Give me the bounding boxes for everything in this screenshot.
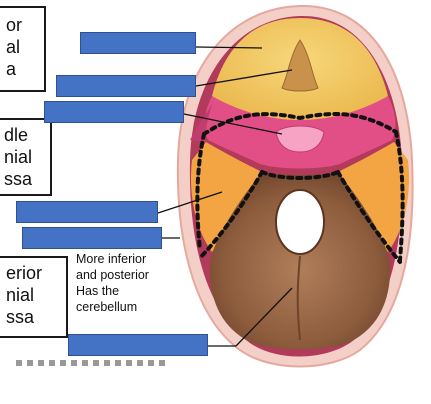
anterior-fossa-line-1: or bbox=[6, 15, 23, 35]
posterior-fossa-text-box: erior nial ssa bbox=[0, 256, 68, 338]
middle-fossa-text-box: dle nial ssa bbox=[0, 118, 52, 196]
middle-fossa-line-3: ssa bbox=[4, 169, 33, 189]
note-line-2: and posterior bbox=[76, 268, 149, 282]
foramen-magnum bbox=[275, 189, 325, 255]
middle-fossa-line-1: dle bbox=[4, 125, 29, 145]
label-box-3[interactable] bbox=[44, 101, 184, 123]
note-line-4: cerebellum bbox=[76, 300, 138, 314]
label-box-1[interactable] bbox=[80, 32, 196, 54]
posterior-crest bbox=[296, 255, 301, 341]
label-box-4[interactable] bbox=[16, 201, 158, 223]
crista-galli bbox=[281, 39, 319, 92]
note-line-1: More inferior bbox=[76, 252, 147, 266]
sella-turcica bbox=[275, 125, 325, 153]
anterior-fossa-text-box: or al a bbox=[0, 6, 46, 92]
middle-fossa-left bbox=[190, 142, 262, 252]
middle-fossa-line-2: nial bbox=[4, 147, 33, 167]
label-box-6[interactable] bbox=[68, 334, 208, 356]
label-box-2[interactable] bbox=[56, 75, 196, 97]
posterior-fossa-line-3: ssa bbox=[6, 307, 35, 327]
posterior-fossa-line-1: erior bbox=[6, 263, 43, 283]
middle-fossa-left-shade bbox=[190, 100, 214, 142]
label-box-5[interactable] bbox=[22, 227, 162, 249]
posterior-fossa-note: More inferior and posterior Has the cere… bbox=[76, 251, 149, 315]
middle-fossa-right bbox=[338, 142, 410, 252]
note-line-3: Has the bbox=[76, 284, 120, 298]
anterior-fossa-line-3: a bbox=[6, 59, 17, 79]
posterior-fossa-line-2: nial bbox=[6, 285, 35, 305]
leader-lines bbox=[157, 46, 293, 347]
fossa-boundary-dotted bbox=[195, 112, 405, 264]
anterior-fossa-line-2: al bbox=[6, 37, 21, 57]
cropped-text-remnant bbox=[16, 360, 166, 366]
